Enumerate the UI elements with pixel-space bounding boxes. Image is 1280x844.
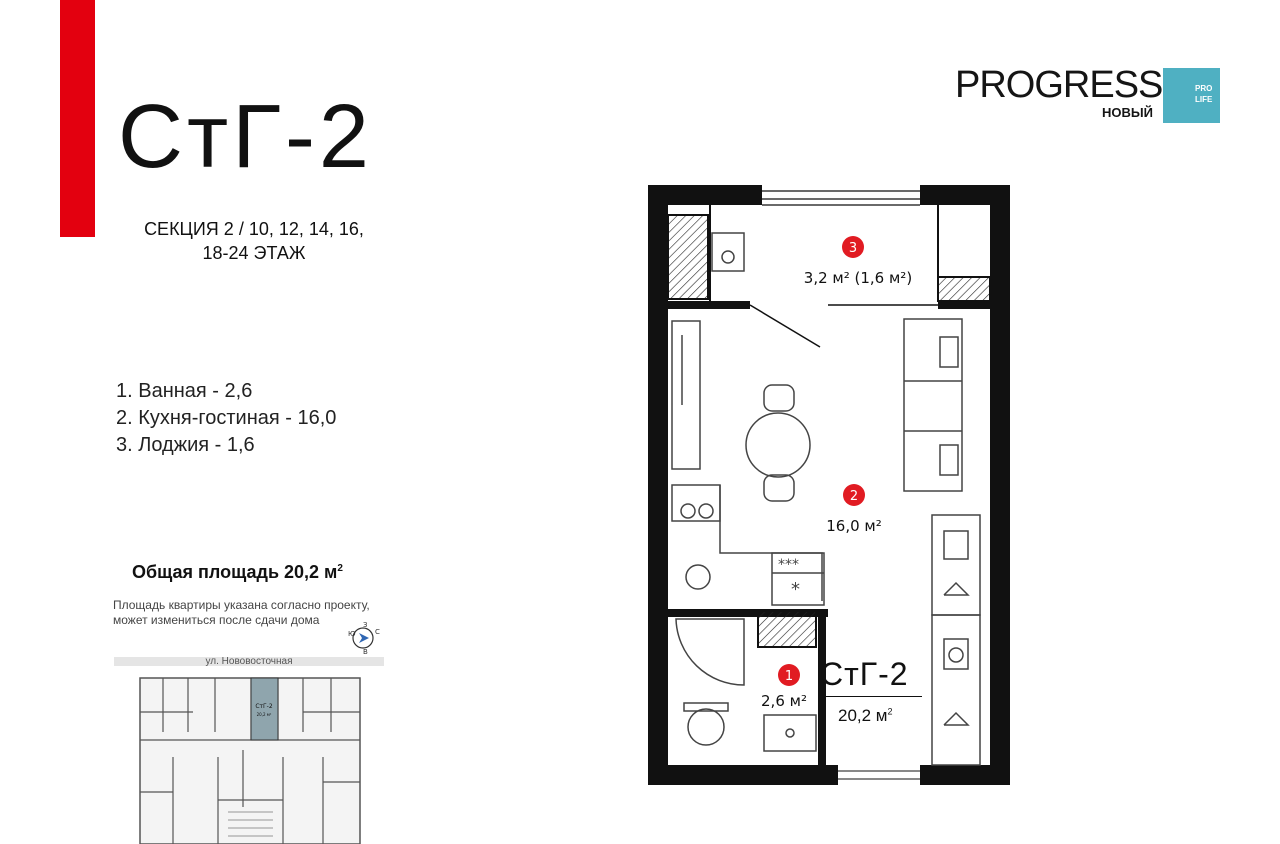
compass-icon: С Ю З В xyxy=(348,621,380,656)
svg-text:16,0 м²: 16,0 м² xyxy=(826,517,882,535)
svg-text:2: 2 xyxy=(850,489,858,504)
room-list: 1. Ванная - 2,6 2. Кухня-гостиная - 16,0… xyxy=(116,378,336,459)
area-disclaimer: Площадь квартиры указана согласно проект… xyxy=(113,598,370,627)
page-title: СтГ-2 xyxy=(118,87,373,187)
brand-logo-text: PROGRESS xyxy=(955,64,1163,106)
unit-area: 20,2 м2 xyxy=(838,706,893,725)
street-label: ул. Нововосточная xyxy=(205,656,293,667)
svg-text:СтГ-2: СтГ-2 xyxy=(255,703,273,710)
brand-logo-badge: PRO LIFE xyxy=(1163,68,1220,123)
apartment-floor-plan: *** * 3 3,2 м² (1,6 м²) 2 xyxy=(648,185,1010,785)
svg-text:3,2 м² (1,6 м²): 3,2 м² (1,6 м²) xyxy=(804,269,912,287)
floor-mini-plan: СтГ-2 20,2 м² xyxy=(139,677,361,844)
section-floors-info: СЕКЦИЯ 2 / 10, 12, 14, 16, 18-24 ЭТАЖ xyxy=(124,217,384,265)
svg-text:*: * xyxy=(791,579,800,600)
total-area: Общая площадь 20,2 м2 xyxy=(132,562,343,582)
svg-text:2,6 м²: 2,6 м² xyxy=(761,692,807,710)
svg-text:***: *** xyxy=(778,557,799,573)
street-bar xyxy=(114,657,384,666)
room-list-item: 1. Ванная - 2,6 xyxy=(116,380,253,402)
svg-text:1: 1 xyxy=(785,669,793,684)
divider xyxy=(826,696,922,697)
accent-red-bar xyxy=(60,0,95,237)
svg-text:С: С xyxy=(375,628,380,636)
brand-logo-subtitle: НОВЫЙ xyxy=(1102,105,1153,120)
unit-name: СтГ-2 xyxy=(820,656,909,692)
svg-text:З: З xyxy=(363,621,368,629)
section-line-1: СЕКЦИЯ 2 / 10, 12, 14, 16, xyxy=(144,219,364,239)
room-list-item: 2. Кухня-гостиная - 16,0 xyxy=(116,407,337,429)
svg-text:В: В xyxy=(363,648,368,656)
section-line-2: 18-24 ЭТАЖ xyxy=(202,243,306,263)
svg-text:3: 3 xyxy=(849,241,857,256)
room-list-item: 3. Лоджия - 1,6 xyxy=(116,434,255,456)
svg-text:Ю: Ю xyxy=(348,630,356,638)
svg-text:20,2 м²: 20,2 м² xyxy=(257,712,272,717)
